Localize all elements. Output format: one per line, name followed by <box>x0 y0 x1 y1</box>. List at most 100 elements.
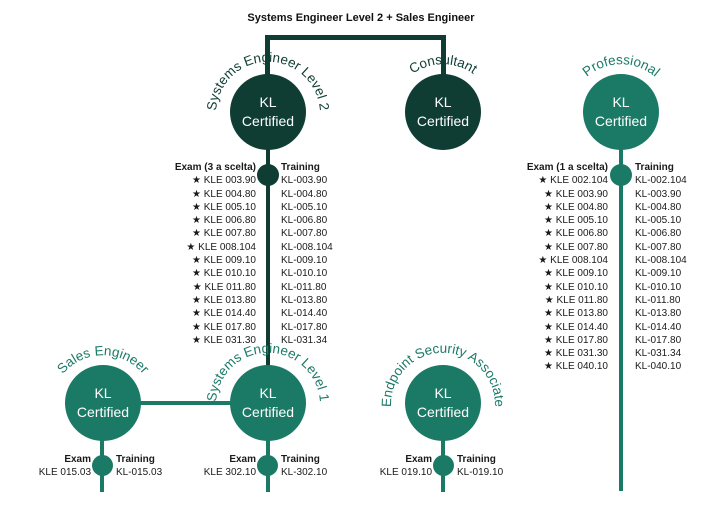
list-item: KL-040.10 <box>635 361 682 373</box>
badge-line2: Certified <box>416 113 470 129</box>
list-item: ★ KLE 011.80 <box>192 281 256 293</box>
list-item: KL-031.34 <box>281 334 328 346</box>
badge-consultant: KL Certified <box>405 74 481 150</box>
sales-exam-column: Exam KLE 015.03 <box>39 453 91 480</box>
list-item: KL-008.104 <box>635 255 687 267</box>
se1-exam-code: KLE 302.10 <box>203 467 256 479</box>
badge-se1: KL Certified <box>230 365 306 441</box>
list-item: KL-003.90 <box>635 188 682 200</box>
esa-training-code: KL-019.10 <box>457 467 504 479</box>
badge-line1: KL <box>434 94 452 110</box>
professional-exam-header: Exam (1 a scelta) <box>526 162 608 173</box>
list-item: KL-004.80 <box>281 188 328 200</box>
connector-sales-se1 <box>140 401 232 405</box>
badge-line1: KL <box>259 94 277 110</box>
list-item: KL-008.104 <box>281 241 333 253</box>
connector-se2-stem <box>266 140 270 372</box>
list-item: ★ KLE 008.104 <box>538 255 608 267</box>
list-item: KL-002.104 <box>635 175 687 187</box>
connector-left-riser <box>265 35 270 79</box>
sales-exam-header: Exam <box>64 454 91 465</box>
list-item: KL-017.80 <box>635 334 682 346</box>
badge-esa: KL Certified <box>405 365 481 441</box>
list-item: KL-013.80 <box>635 308 682 320</box>
list-item: ★ KLE 003.90 <box>543 188 608 200</box>
sales-training-column: Training KL-015.03 <box>116 453 162 480</box>
sales-node-dot <box>92 455 113 476</box>
connector-top-horizontal <box>265 35 446 40</box>
list-item: ★ KLE 031.30 <box>543 348 608 360</box>
se2-exam-header: Exam (3 a scelta) <box>174 162 256 173</box>
esa-training-header: Training <box>457 454 496 465</box>
list-item: ★ KLE 004.80 <box>543 201 608 213</box>
list-item: ★ KLE 031.30 <box>191 334 256 346</box>
esa-name: Endpoint Security Associate <box>379 341 507 407</box>
list-item: KL-006.80 <box>635 228 682 240</box>
professional-exam-column: Exam (1 a scelta) ★ KLE 002.104★ KLE 003… <box>527 161 608 374</box>
connector-right-riser <box>441 35 446 79</box>
professional-exam-list: ★ KLE 002.104★ KLE 003.90★ KLE 004.80 ★ K… <box>527 174 608 373</box>
esa-exam-code: KLE 019.10 <box>379 467 432 479</box>
professional-node-dot <box>610 164 632 186</box>
list-item: ★ KLE 007.80 <box>543 241 608 253</box>
badge-line2: Certified <box>241 113 295 129</box>
badge-line1: KL <box>259 385 277 401</box>
list-item: ★ KLE 005.10 <box>543 215 608 227</box>
list-item: KL-007.80 <box>635 241 682 253</box>
sales-exam-code: KLE 015.03 <box>38 467 91 479</box>
list-item: KL-009.10 <box>281 255 328 267</box>
se1-exam-column: Exam KLE 302.10 <box>204 453 256 480</box>
list-item: KL-004.80 <box>635 201 682 213</box>
se2-exam-list: ★ KLE 003.90★ KLE 004.80★ KLE 005.10★ KL… <box>175 174 256 347</box>
badge-line1: KL <box>612 94 630 110</box>
badge-line2: Certified <box>241 404 295 420</box>
professional-training-header: Training <box>635 162 674 173</box>
se1-training-code: KL-302.10 <box>281 467 328 479</box>
esa-node-dot <box>433 455 454 476</box>
se1-name: Systems Engineer Level 1 <box>204 341 332 403</box>
list-item: ★ KLE 005.10 <box>191 201 256 213</box>
list-item: KL-006.80 <box>281 215 328 227</box>
list-item: ★ KLE 009.10 <box>543 268 608 280</box>
consultant-name: Consultant <box>406 52 480 76</box>
list-item: KL-007.80 <box>281 228 328 240</box>
list-item: ★ KLE 006.80 <box>191 215 256 227</box>
list-item: ★ KLE 017.80 <box>543 334 608 346</box>
connector-professional-stem <box>619 140 623 491</box>
badge-line2: Certified <box>76 404 130 420</box>
se2-name: Systems Engineer Level 2 <box>204 50 332 112</box>
esa-exam-column: Exam KLE 019.10 <box>380 453 432 480</box>
esa-training-column: Training KL-019.10 <box>457 453 503 480</box>
se1-training-header: Training <box>281 454 320 465</box>
list-item: KL-014.40 <box>635 321 682 333</box>
badge-line1: KL <box>434 385 452 401</box>
se2-exam-column: Exam (3 a scelta) ★ KLE 003.90★ KLE 004.… <box>175 161 256 347</box>
list-item: KL-017.80 <box>281 321 328 333</box>
list-item: ★ KLE 017.80 <box>191 321 256 333</box>
list-item: ★ KLE 002.104 <box>538 175 608 187</box>
list-item: ★ KLE 040.10 <box>543 361 608 373</box>
badge-se2: KL Certified <box>230 74 306 150</box>
list-item: ★ KLE 013.80 <box>191 294 256 306</box>
esa-exam-header: Exam <box>405 454 432 465</box>
badge-line2: Certified <box>594 113 648 129</box>
page-title: Systems Engineer Level 2 + Sales Enginee… <box>247 12 475 24</box>
list-item: KL-003.90 <box>281 175 328 187</box>
list-item: ★ KLE 013.80 <box>543 308 608 320</box>
list-item: ★ KLE 009.10 <box>191 255 256 267</box>
list-item: KL-011.80 <box>635 294 681 306</box>
se1-training-column: Training KL-302.10 <box>281 453 327 480</box>
list-item: KL-013.80 <box>281 294 328 306</box>
list-item: KL-010.10 <box>281 268 328 280</box>
list-item: ★ KLE 014.40 <box>543 321 608 333</box>
list-item: ★ KLE 008.104 <box>186 241 256 253</box>
list-item: KL-010.10 <box>635 281 682 293</box>
list-item: KL-031.34 <box>635 348 682 360</box>
badge-line1: KL <box>94 385 112 401</box>
se2-node-dot <box>257 164 279 186</box>
